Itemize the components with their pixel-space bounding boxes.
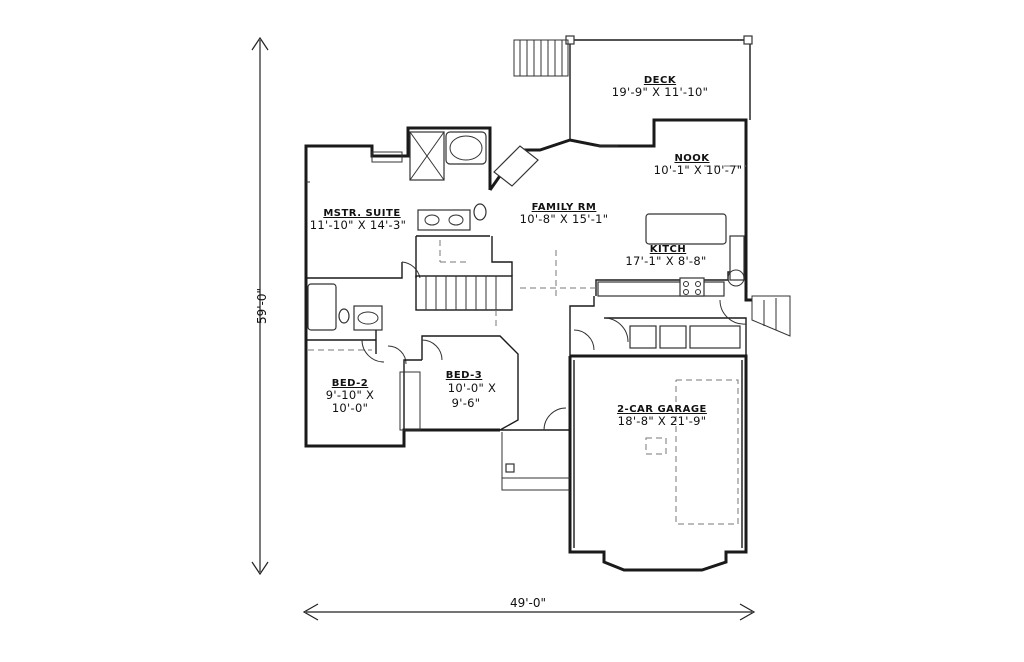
garage-name: 2-CAR GARAGE: [617, 404, 707, 415]
kitchen-area: [493, 145, 746, 297]
master-suite: [306, 131, 490, 279]
interior-stairs: [415, 236, 513, 311]
bed2-name: BED-2: [332, 378, 369, 389]
bed-3: [403, 335, 570, 431]
bed3-name: BED-3: [446, 370, 483, 381]
garage-details: [645, 379, 739, 525]
master-name: MSTR. SUITE: [323, 208, 400, 219]
front-porch: [501, 432, 570, 491]
bed2-size-line1: 9'-10" X: [326, 388, 374, 402]
fireplace: [493, 145, 539, 187]
master-size: 11'-10" X 14'-3": [310, 218, 406, 232]
bed-2: [306, 283, 421, 431]
overall-depth-label: 59'-0": [255, 288, 269, 324]
bed3-size-line2: 9'-6": [452, 396, 481, 410]
family-name: FAMILY RM: [532, 202, 597, 213]
bed3-size-line1: 10'-0" X: [448, 381, 496, 395]
room-labels: DECK 19'-9" X 11'-10" NOOK 10'-1" X 10'-…: [310, 75, 743, 428]
kitchen-island: [645, 213, 727, 245]
kitchen-name: KITCH: [650, 244, 687, 255]
vanity: [417, 209, 471, 231]
kitchen-size: 17'-1" X 8'-8": [625, 254, 706, 268]
nook-size: 10'-1" X 10'-7": [654, 163, 743, 177]
bathtub: [445, 131, 487, 165]
depth-dimension: 59'-0": [251, 36, 269, 576]
laundry-hall: [569, 295, 791, 356]
toilet: [473, 203, 487, 221]
hall-bath-tub: [307, 283, 337, 331]
garage-size: 18'-8" X 21'-9": [618, 414, 707, 428]
deck-stairs: [513, 39, 569, 77]
deck-size: 19'-9" X 11'-10": [612, 85, 708, 99]
side-steps: [751, 295, 791, 337]
exterior-walls: [304, 118, 752, 572]
width-dimension: 49'-0": [302, 596, 756, 621]
deck-name: DECK: [644, 75, 677, 86]
hall-lines: [495, 250, 557, 330]
bed2-size-line2: 10'-0": [332, 401, 368, 415]
deck: [513, 35, 753, 140]
nook-name: NOOK: [674, 153, 710, 164]
family-size: 10'-8" X 15'-1": [520, 212, 609, 226]
overall-width-label: 49'-0": [510, 596, 546, 610]
